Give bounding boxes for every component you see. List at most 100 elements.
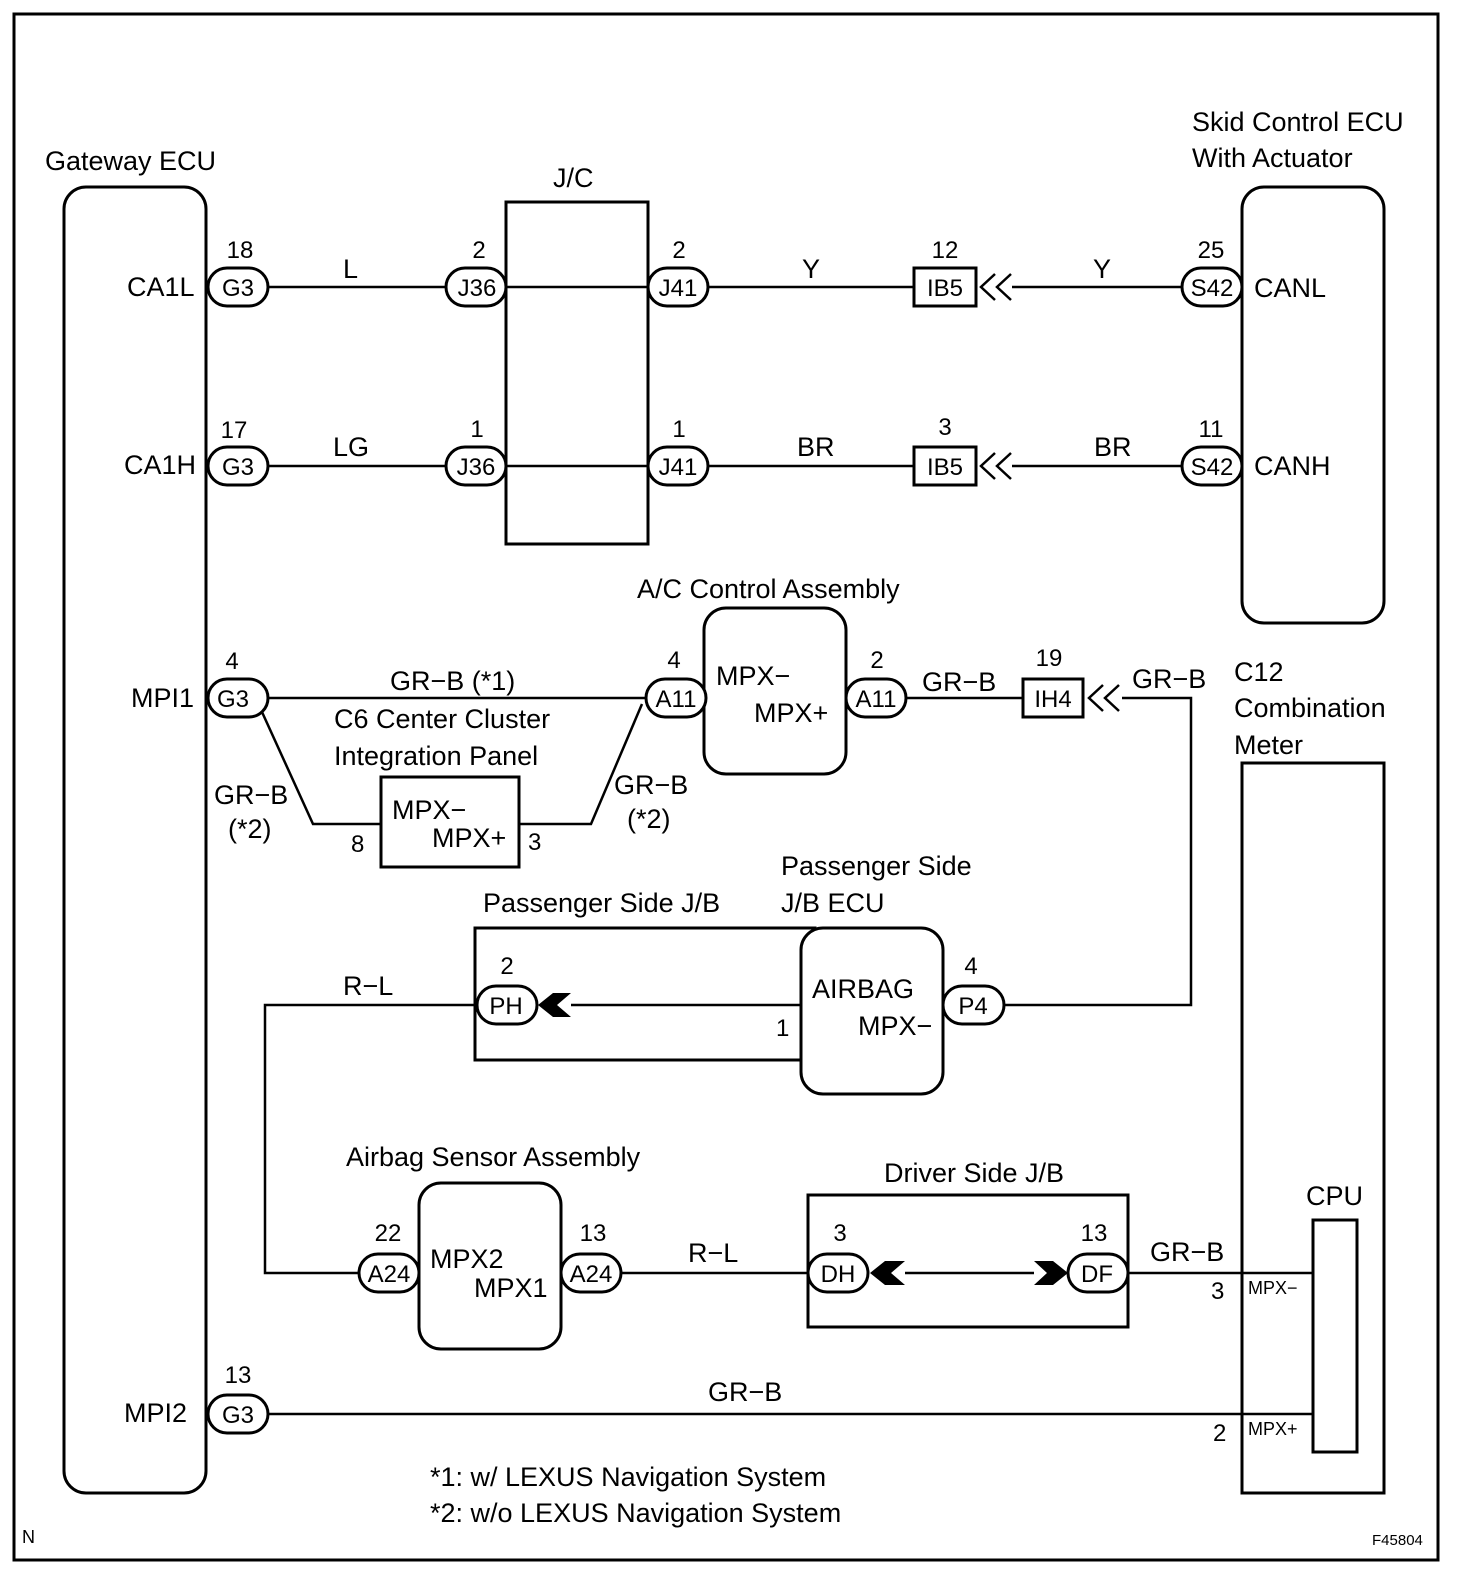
connector-pin: 17 [221, 417, 248, 444]
wire-label-grb-left: GR−B [214, 780, 288, 810]
connector-g3-4: G3 4 [206, 648, 270, 719]
wire-label-y2: Y [1093, 254, 1111, 284]
connector-pin: 18 [227, 237, 254, 264]
connector-j36-1: J36 1 [444, 416, 508, 487]
connector-code: G3 [222, 1402, 254, 1429]
connector-code: A24 [368, 1261, 411, 1288]
passenger-jb-ecu-title-line2: J/B ECU [781, 888, 885, 918]
center-cluster-pin-mpx-plus: MPX+ [432, 823, 506, 853]
connector-pin: 2 [500, 953, 513, 980]
connector-pin: 19 [1036, 645, 1063, 672]
connector-ih4-19: IH4 19 [1021, 645, 1120, 719]
connector-code: A11 [856, 686, 897, 713]
connector-pin: 4 [964, 953, 977, 980]
meter-cpu-box [1311, 1218, 1359, 1454]
meter-pin-mpx-minus: MPX− [1248, 1278, 1298, 1298]
connector-code: S42 [1191, 275, 1234, 302]
passenger-jb-ecu-pin-mpx: MPX− [858, 1011, 932, 1041]
wire-ih4-p4 [1004, 696, 1193, 1007]
connector-code: J41 [659, 275, 698, 302]
connector-pin: 1 [470, 416, 483, 443]
ac-control-title: A/C Control Assembly [637, 574, 900, 604]
footnote-1: *1: w/ LEXUS Navigation System [430, 1462, 826, 1492]
connector-pin: 12 [932, 237, 959, 264]
skid-pin-canh: CANH [1254, 451, 1331, 481]
connector-j41-2: J41 2 [646, 237, 710, 308]
connector-code: IB5 [927, 454, 963, 481]
skid-ecu-box [1240, 185, 1386, 625]
skid-ecu-title-line2: With Actuator [1192, 143, 1353, 173]
connector-code: G3 [222, 275, 254, 302]
connector-a11-2: A11 2 [844, 647, 908, 719]
double-chevron-icon [1087, 684, 1104, 712]
meter-title-line2: Combination [1234, 693, 1386, 723]
wire-label-grb-mid-note: (*2) [627, 804, 671, 834]
gateway-ecu-title: Gateway ECU [45, 146, 216, 176]
connector-code: J36 [458, 275, 497, 302]
double-chevron-icon [1103, 684, 1120, 712]
double-chevron-icon [979, 273, 996, 301]
connector-code: G3 [217, 686, 249, 713]
pin-number-jbecu-1: 1 [776, 1015, 789, 1042]
figure-id: F45804 [1372, 1532, 1423, 1549]
center-cluster-box [379, 775, 521, 869]
wire-label-l: L [343, 254, 358, 284]
connector-code: IB5 [927, 275, 963, 302]
gateway-pin-ca1h: CA1H [124, 450, 196, 480]
ac-pin-mpx-plus: MPX+ [754, 698, 828, 728]
gateway-ecu-box [62, 185, 208, 1495]
center-cluster-pin-mpx-minus: MPX− [392, 795, 466, 825]
wire-label-br1: BR [797, 432, 835, 462]
wire-label-grb-df: GR−B [1150, 1237, 1224, 1267]
connector-code: G3 [222, 454, 254, 481]
wire-label-y1: Y [802, 254, 820, 284]
wire-label-br2: BR [1094, 432, 1132, 462]
wire-label-grb-a11: GR−B [922, 667, 996, 697]
connector-j36-2: J36 2 [444, 237, 508, 308]
connector-pin: 13 [1081, 1220, 1108, 1247]
connector-pin: 25 [1198, 237, 1225, 264]
ac-pin-mpx-minus: MPX− [716, 661, 790, 691]
wire-label-lg: LG [333, 432, 369, 462]
connector-s42-11: S42 11 [1180, 416, 1244, 487]
meter-pin-mpx-plus: MPX+ [1248, 1419, 1298, 1439]
wire-label-grb-mid: GR−B [614, 770, 688, 800]
connector-pin: 13 [225, 1362, 252, 1389]
connector-pin: 2 [672, 237, 685, 264]
double-chevron-icon [995, 452, 1012, 480]
connector-code: A11 [656, 686, 697, 713]
wire-mpi1-star2-left [260, 711, 381, 826]
center-cluster-title-line2: Integration Panel [334, 741, 538, 771]
connector-g3-13: G3 13 [206, 1362, 270, 1435]
connector-pin: 13 [580, 1220, 607, 1247]
connector-pin: 4 [225, 648, 238, 675]
pin-number-cc-3: 3 [528, 829, 541, 856]
connector-code: J36 [457, 454, 496, 481]
connector-a11-4: A11 4 [644, 647, 708, 719]
connector-g3-17: G3 17 [206, 417, 270, 487]
connector-pin: 3 [938, 414, 951, 441]
wire-label-rl-bottom: R−L [688, 1238, 738, 1268]
diagram-frame [12, 12, 1440, 1562]
driver-jb-title: Driver Side J/B [884, 1158, 1064, 1188]
wire-rl-ph-airbag [263, 1003, 475, 1275]
filled-arrow-icon [870, 1261, 905, 1285]
connector-pin: 4 [667, 647, 680, 674]
connector-pin: 22 [375, 1220, 402, 1247]
connector-j41-1: J41 1 [646, 416, 710, 487]
connector-p4-4: P4 4 [941, 953, 1006, 1026]
connector-pin: 3 [833, 1220, 846, 1247]
connector-code: PH [489, 993, 522, 1020]
airbag-sensor-pin-mpx2: MPX2 [430, 1244, 504, 1274]
airbag-sensor-title: Airbag Sensor Assembly [346, 1142, 641, 1172]
connector-pin: 1 [672, 416, 685, 443]
filled-arrow-icon [538, 993, 571, 1017]
connector-g3-18: G3 18 [206, 237, 270, 308]
connector-ph-2: PH 2 [475, 953, 539, 1026]
connector-df-13: DF 13 [1066, 1220, 1130, 1294]
footnote-2: *2: w/o LEXUS Navigation System [430, 1498, 841, 1528]
corner-label: N [22, 1527, 35, 1547]
pin-number-meter-2: 2 [1213, 1420, 1226, 1447]
wire-label-rl-top: R−L [343, 971, 393, 1001]
